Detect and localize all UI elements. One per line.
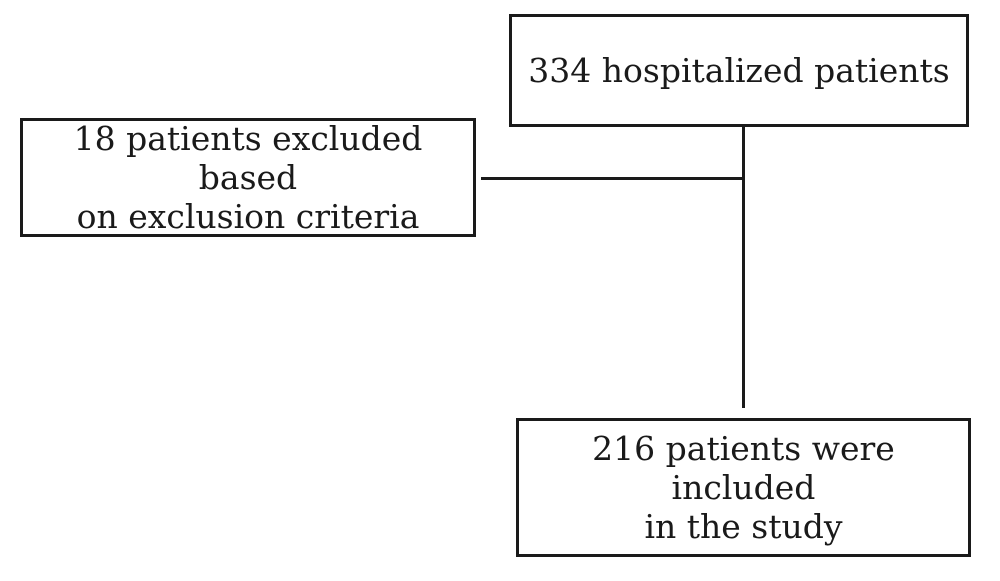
excluded-patients-label-line1: 18 patients excluded based — [73, 119, 423, 197]
excluded-patients-label-line2: on exclusion criteria — [76, 197, 420, 236]
included-patients-label-line1: 216 patients were included — [592, 429, 895, 507]
hospitalized-patients-box: 334 hospitalized patients — [509, 14, 969, 127]
included-patients-label-line2: in the study — [644, 507, 843, 546]
vertical-connector-line — [742, 120, 745, 408]
included-patients-box: 216 patients were included in the study — [516, 418, 971, 557]
exclusion-connector-line — [481, 177, 744, 180]
excluded-patients-box: 18 patients excluded based on exclusion … — [20, 118, 476, 237]
hospitalized-patients-label: 334 hospitalized patients — [528, 51, 950, 90]
